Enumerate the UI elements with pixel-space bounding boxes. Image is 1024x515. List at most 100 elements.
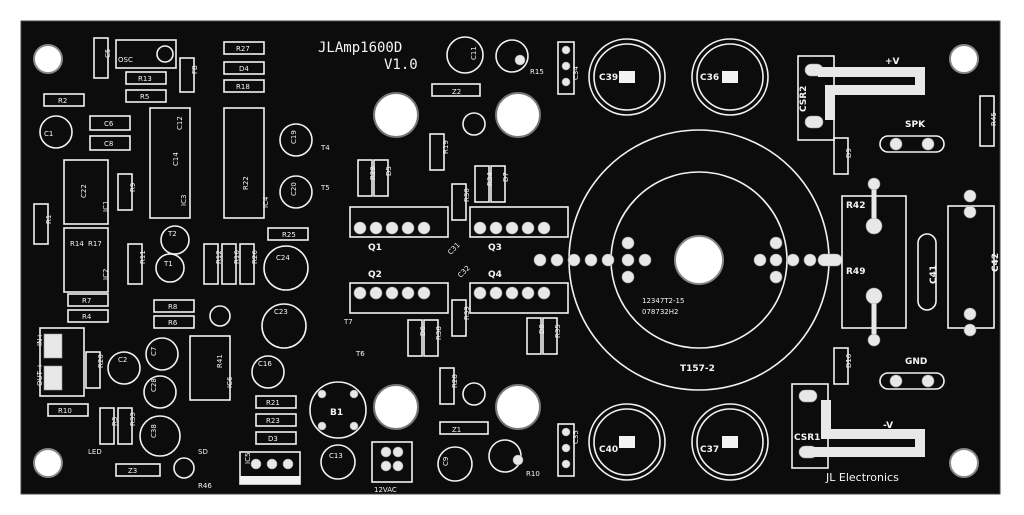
label-q4: Q4 [488,270,502,280]
label-c28: C28 [150,378,158,392]
label-c13: C13 [329,452,343,460]
label-csr2: CSR2 [799,86,809,112]
control-section: C5 OSC R27 D4 R18 FB R13 R5 R2 C6 C8 C1 … [33,37,313,490]
label-c41: C41 [929,265,939,284]
label-r28: R28 [451,374,459,388]
label-c40: C40 [599,445,618,455]
label-r20: R20 [97,354,105,368]
label-plus-v: +V [885,57,900,67]
label-d7: D7 [502,172,510,182]
label-r12: R12 [215,250,223,264]
label-q1: Q1 [368,243,382,253]
label-in-plus: IN+ [36,333,44,346]
label-ic2: IC2 [102,269,110,280]
label-c14: C14 [172,152,180,166]
label-q2: Q2 [368,270,382,280]
mounting-holes [33,44,979,478]
transformer-name: T157-2 [680,364,715,374]
label-z1: Z1 [452,426,461,434]
label-r23: R23 [266,417,280,425]
power-terminals: CSR2 +V CSR1 -V SPK GND [791,55,945,469]
label-c5: C5 [104,49,112,58]
label-c23: C23 [274,308,288,316]
label-r21: R21 [266,399,280,407]
label-c22: C22 [80,184,88,198]
label-r17: R17 [88,240,102,248]
label-r5: R5 [140,93,149,101]
label-r34: R34 [486,172,494,186]
label-r41: R41 [216,354,224,368]
board-title: JLAmp1600D [318,40,402,56]
label-z2: Z2 [452,88,461,96]
label-d8: D8 [538,324,546,334]
label-r49: R49 [846,267,865,277]
large-capacitors: C39 C36 C40 C37 [588,38,769,481]
label-r13: R13 [138,75,152,83]
transformer-code-bottom: 078732H2 [642,308,678,316]
label-ic6: IC6 [226,376,234,388]
transformer-code-top: 12347T2-15 [642,297,684,305]
label-spk: SPK [905,120,926,130]
label-minus-v: -V [883,421,893,431]
label-r26: R26 [251,250,259,264]
label-c42: C42 [991,253,1001,272]
label-t2: T2 [167,230,177,238]
label-r42: R42 [846,201,865,211]
label-r15: R15 [530,68,544,76]
label-r19: R19 [442,140,450,154]
label-r8: R8 [168,303,177,311]
toroid-transformer: 12347T2-15 078732H2 T157-2 [533,129,843,391]
label-osc: OSC [118,56,133,64]
label-r22: R22 [242,176,250,190]
label-r38: R38 [435,326,443,340]
label-led: LED [88,448,102,456]
label-fb: FB [191,65,199,74]
label-r25: R25 [282,231,296,239]
mosfet-rows: Q1 Q3 Q2 Q4 [349,206,569,314]
label-gnd: GND [905,357,927,367]
label-b1: B1 [330,408,343,418]
label-r11: R11 [139,250,147,264]
label-t6: T6 [355,350,365,358]
board-maker: JL Electronics [825,471,899,484]
label-c6: C6 [104,120,114,128]
label-c39: C39 [599,73,618,83]
label-r3: R3 [111,417,119,426]
label-r4: R4 [82,313,92,321]
label-r30: R30 [463,188,471,202]
label-ic4: IC4 [262,196,270,208]
label-r7: R7 [82,297,91,305]
label-c11: C11 [470,46,478,60]
label-r2: R2 [58,97,67,105]
label-c38: C38 [150,424,158,438]
label-r18: R18 [236,83,250,91]
transformer-pads-left [533,236,652,284]
label-t1: T1 [163,260,173,268]
label-r14: R14 [70,240,84,248]
output-filter: R42 R49 C41 C42 R45 D9 D10 [833,95,1001,385]
label-d10: D10 [845,354,853,368]
label-t5: T5 [320,184,330,192]
label-t7: T7 [343,318,353,326]
label-c35: C35 [572,430,580,444]
label-c19: C19 [290,130,298,144]
label-c20: C20 [290,182,298,196]
label-ic3: IC3 [180,195,188,206]
label-r39: R39 [463,306,471,320]
label-c24: C24 [276,254,290,262]
label-c37: C37 [700,445,719,455]
label-ic5: IC5 [244,453,252,464]
label-r6: R6 [168,319,178,327]
label-out-plus: OUT + [36,363,44,386]
label-r16: R16 [233,250,241,264]
label-r10b: R10 [526,470,540,478]
driver-parts: C11 R15 C34 Z2 R19 T4 T5 R29 D5 R30 R34 … [320,36,580,482]
label-d9: D9 [845,148,853,158]
label-c12: C12 [176,116,184,130]
label-c2: C2 [118,356,127,364]
label-c8: C8 [104,140,113,148]
transformer-pads-right [753,236,843,284]
label-t4: T4 [320,144,330,152]
label-c9: C9 [442,457,450,466]
